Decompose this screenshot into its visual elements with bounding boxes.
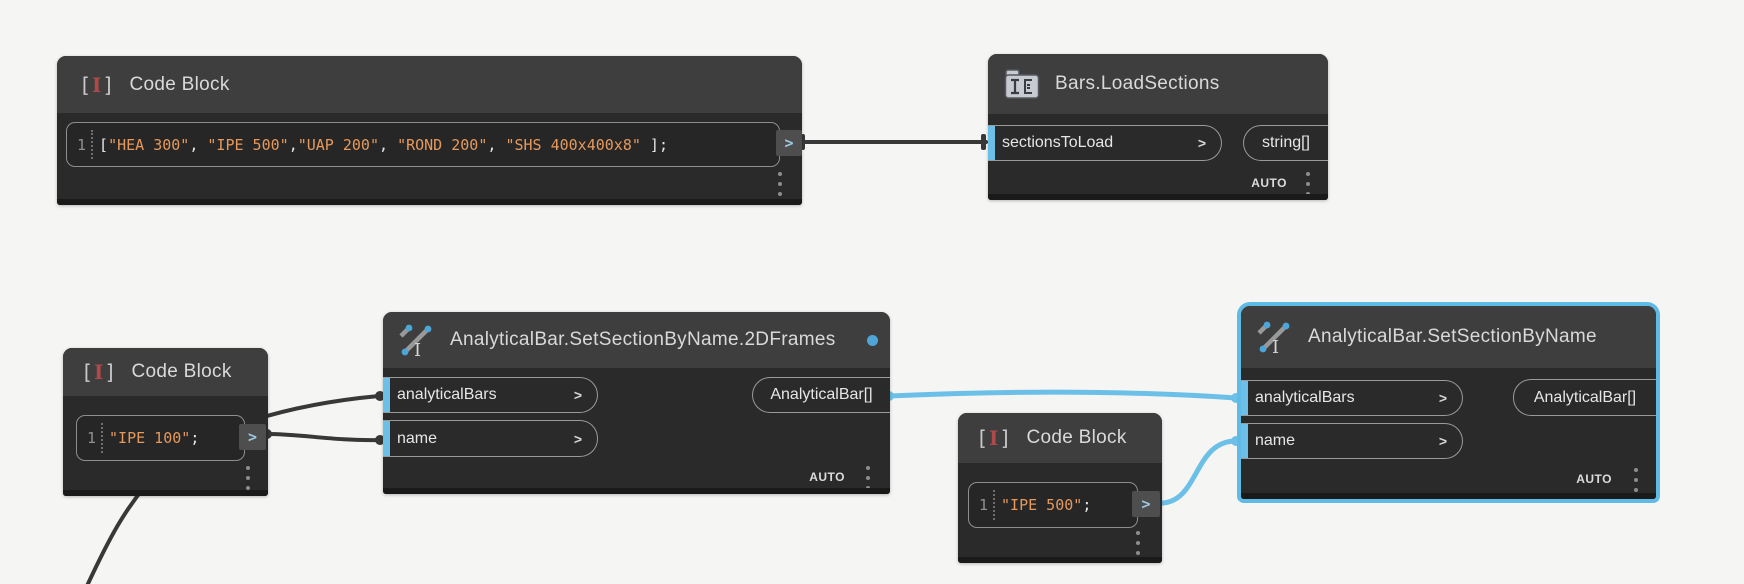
input-port-analyticalbars[interactable]: analyticalBars > bbox=[383, 377, 598, 413]
lacing-indicator[interactable]: AUTO bbox=[1576, 472, 1612, 486]
node-options-icon[interactable] bbox=[1306, 172, 1310, 196]
node-setsectionbyname[interactable]: I AnalyticalBar.SetSectionByName analyti… bbox=[1241, 306, 1656, 499]
node-footer bbox=[988, 194, 1328, 200]
port-label: AnalyticalBar[] bbox=[1533, 388, 1637, 406]
wire-cb3-to-name[interactable] bbox=[1154, 438, 1239, 506]
connected-port-indicator bbox=[383, 421, 390, 456]
port-label: string[] bbox=[1261, 134, 1310, 151]
code-text: , bbox=[288, 135, 298, 154]
node-options-icon[interactable] bbox=[866, 466, 870, 490]
code-text: ; bbox=[1082, 496, 1092, 514]
code-text: ]; bbox=[640, 135, 668, 154]
output-port-string[interactable]: string[] bbox=[1243, 125, 1328, 161]
node-code-block-2[interactable]: [I] Code Block 1 "IPE 100"; > bbox=[63, 348, 268, 496]
node-footer bbox=[383, 488, 890, 494]
node-code-block-1[interactable]: [I] Code Block 1["HEA 300", "IPE 500","U… bbox=[57, 56, 802, 205]
line-separator bbox=[993, 490, 996, 520]
port-label: name bbox=[397, 429, 438, 447]
connected-port-indicator bbox=[988, 126, 995, 160]
connected-port-indicator bbox=[1241, 424, 1248, 458]
line-number: 1 bbox=[77, 135, 87, 154]
node-options-icon[interactable] bbox=[778, 172, 782, 196]
lacing-indicator[interactable]: AUTO bbox=[809, 470, 845, 484]
code-text: , bbox=[189, 135, 208, 154]
load-sections-icon bbox=[1004, 69, 1040, 99]
chevron-right-icon: > bbox=[573, 430, 582, 447]
code-editor[interactable]: 1 "IPE 500"; bbox=[968, 482, 1138, 528]
code-editor[interactable]: 1["HEA 300", "IPE 500","UAP 200", "ROND … bbox=[66, 122, 780, 167]
code-text: "HEA 300" bbox=[108, 135, 190, 154]
connected-port-indicator bbox=[383, 378, 390, 412]
node-bars-loadsections[interactable]: Bars.LoadSections sectionsToLoad > strin… bbox=[988, 54, 1328, 200]
node-footer bbox=[57, 199, 802, 205]
node-options-icon[interactable] bbox=[1634, 468, 1638, 492]
output-port[interactable]: > bbox=[1132, 491, 1160, 517]
wire-cb2-to-name[interactable] bbox=[265, 432, 381, 443]
code-text: , bbox=[379, 135, 398, 154]
input-port-name[interactable]: name > bbox=[1241, 423, 1463, 459]
code-text: "UAP 200" bbox=[297, 135, 379, 154]
code-text: "SHS 400x400x8" bbox=[505, 135, 641, 154]
code-text: ; bbox=[190, 429, 200, 447]
port-label: AnalyticalBar[] bbox=[770, 386, 873, 403]
code-text: , bbox=[487, 135, 506, 154]
node-footer bbox=[1241, 493, 1656, 499]
node-options-icon[interactable] bbox=[246, 466, 250, 490]
node-header[interactable]: [I] Code Block bbox=[958, 413, 1162, 463]
node-code-block-3[interactable]: [I] Code Block 1 "IPE 500"; > bbox=[958, 413, 1162, 563]
node-header[interactable]: Bars.LoadSections bbox=[988, 54, 1328, 114]
code-text: "IPE 500" bbox=[207, 135, 289, 154]
node-title: Code Block bbox=[1026, 427, 1127, 448]
node-header[interactable]: I AnalyticalBar.SetSectionByName.2DFrame… bbox=[383, 312, 890, 368]
preview-dot[interactable] bbox=[867, 335, 878, 346]
node-title: AnalyticalBar.SetSectionByName bbox=[1308, 326, 1597, 347]
code-text: "IPE 100" bbox=[109, 429, 191, 447]
port-label: analyticalBars bbox=[1255, 389, 1355, 406]
code-text: "ROND 200" bbox=[397, 135, 488, 154]
line-number: 1 bbox=[87, 429, 97, 447]
code-block-icon: [I] bbox=[79, 72, 115, 97]
line-separator bbox=[101, 423, 104, 453]
node-title: AnalyticalBar.SetSectionByName.2DFrames bbox=[450, 329, 836, 350]
code-text: [ bbox=[99, 135, 109, 154]
line-number: 1 bbox=[979, 496, 989, 514]
port-label: name bbox=[1255, 432, 1296, 449]
output-port-analyticalbar[interactable]: AnalyticalBar[] bbox=[1513, 379, 1656, 416]
node-footer bbox=[63, 490, 268, 496]
port-label: sectionsToLoad bbox=[1002, 134, 1114, 151]
node-title: Code Block bbox=[129, 73, 230, 95]
code-text: "IPE 500" bbox=[1001, 496, 1083, 514]
node-title: Bars.LoadSections bbox=[1055, 73, 1220, 94]
output-port[interactable]: > bbox=[776, 130, 802, 156]
svg-text:I: I bbox=[414, 340, 421, 359]
node-header[interactable]: [I] Code Block bbox=[63, 348, 268, 396]
analytical-bar-icon: I bbox=[399, 324, 432, 359]
code-block-icon: [I] bbox=[81, 360, 117, 384]
node-header[interactable]: I AnalyticalBar.SetSectionByName bbox=[1241, 306, 1656, 368]
output-port[interactable]: > bbox=[239, 424, 266, 450]
output-port-analyticalbar[interactable]: AnalyticalBar[] bbox=[752, 377, 890, 413]
input-port-name[interactable]: name > bbox=[383, 420, 598, 457]
code-block-icon: [I] bbox=[976, 426, 1012, 450]
node-setsectionbyname-2dframes[interactable]: I AnalyticalBar.SetSectionByName.2DFrame… bbox=[383, 312, 890, 494]
svg-text:I: I bbox=[1272, 337, 1279, 356]
line-separator bbox=[91, 130, 94, 159]
input-port-analyticalbars[interactable]: analyticalBars > bbox=[1241, 380, 1463, 416]
port-label: analyticalBars bbox=[397, 386, 497, 403]
chevron-right-icon: > bbox=[573, 387, 582, 403]
chevron-right-icon: > bbox=[1438, 390, 1447, 406]
node-footer bbox=[958, 557, 1162, 563]
connected-port-indicator bbox=[1241, 381, 1248, 415]
node-title: Code Block bbox=[131, 361, 232, 382]
node-options-icon[interactable] bbox=[1136, 531, 1140, 555]
analytical-bar-icon: I bbox=[1257, 321, 1290, 356]
code-editor[interactable]: 1 "IPE 100"; bbox=[76, 415, 245, 461]
lacing-indicator[interactable]: AUTO bbox=[1251, 176, 1287, 190]
chevron-right-icon: > bbox=[1438, 433, 1447, 449]
input-port-sectionstoload[interactable]: sectionsToLoad > bbox=[988, 125, 1222, 161]
node-header[interactable]: [I] Code Block bbox=[57, 56, 802, 113]
wire-2dframes-to-setsection[interactable] bbox=[886, 389, 1239, 401]
chevron-right-icon: > bbox=[1197, 135, 1206, 151]
